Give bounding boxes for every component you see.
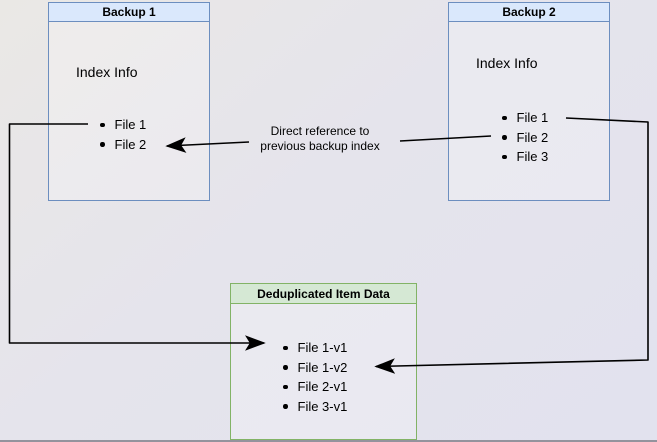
backup2-box: Backup 2 Index Info File 1 File 2 File 3 (448, 2, 610, 201)
list-item: File 1 (502, 108, 548, 128)
backup1-box: Backup 1 Index Info File 1 File 2 (48, 2, 210, 201)
list-item: File 2 (502, 128, 548, 148)
list-item: File 1-v2 (283, 358, 347, 378)
dedup-file1v1-label: File 1-v1 (297, 340, 348, 356)
backup1-index-info-label: Index Info (76, 64, 138, 80)
dedup-file1v2-label: File 1-v2 (297, 359, 348, 375)
backup1-title: Backup 1 (49, 3, 209, 22)
bullet-icon (502, 115, 507, 120)
dedup-box: Deduplicated Item Data File 1-v1 File 1-… (230, 283, 417, 440)
backup1-file-list: File 1 File 2 (100, 115, 146, 154)
backup2-index-info-label: Index Info (476, 55, 538, 71)
backup2-file2-label: File 2 (516, 129, 549, 145)
bullet-icon (502, 154, 507, 159)
list-item: File 2-v1 (283, 377, 347, 397)
list-item: File 1 (100, 115, 146, 135)
direct-reference-label-line2: previous backup index (260, 139, 380, 153)
list-item: File 3 (502, 147, 548, 167)
dedup-file3v1-label: File 3-v1 (297, 398, 348, 414)
bullet-icon (502, 135, 507, 140)
dedup-file-list: File 1-v1 File 1-v2 File 2-v1 File 3-v1 (283, 338, 347, 416)
list-item: File 1-v1 (283, 338, 347, 358)
list-item: File 3-v1 (283, 397, 347, 417)
backup2-file-list: File 1 File 2 File 3 (502, 108, 548, 167)
backup1-file2-label: File 2 (114, 136, 147, 152)
bullet-icon (283, 384, 288, 389)
bullet-icon (283, 365, 288, 370)
list-item: File 2 (100, 135, 146, 155)
backup2-title: Backup 2 (449, 3, 609, 22)
backup2-file3-label: File 3 (516, 149, 549, 165)
bullet-icon (283, 404, 288, 409)
window-bottom-edge (0, 440, 657, 442)
bullet-icon (100, 142, 105, 147)
bullet-icon (283, 345, 288, 350)
backup2-file1-label: File 1 (516, 110, 549, 126)
dedup-title: Deduplicated Item Data (231, 284, 416, 304)
direct-reference-label-line1: Direct reference to (270, 124, 370, 138)
dedup-file2v1-label: File 2-v1 (297, 379, 348, 395)
backup1-file1-label: File 1 (114, 117, 147, 133)
bullet-icon (100, 122, 105, 127)
direct-reference-label: Direct reference to previous backup inde… (260, 124, 379, 154)
